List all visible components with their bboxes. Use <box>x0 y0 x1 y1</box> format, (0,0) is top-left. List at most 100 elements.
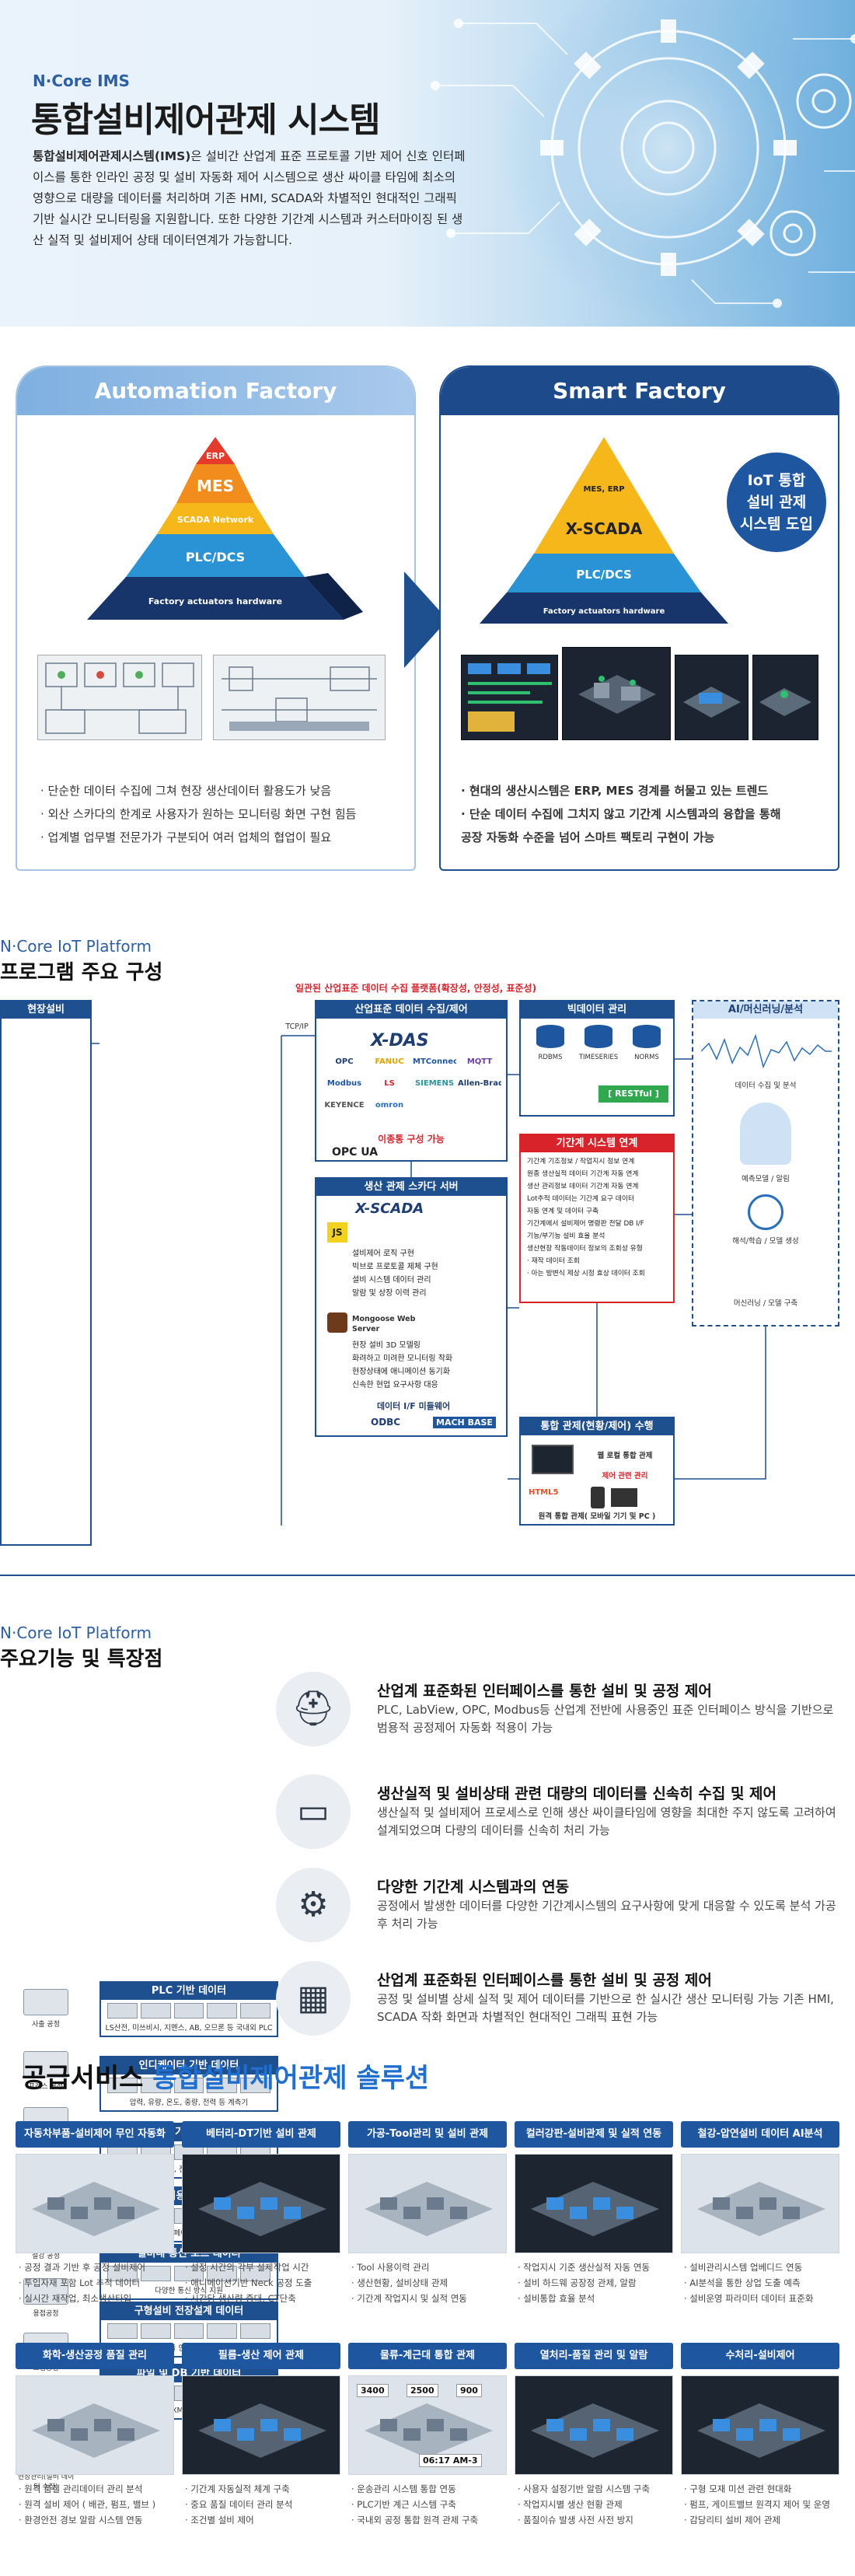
database-icon <box>536 1025 564 1048</box>
worker-helmet-icon: ⛑ <box>276 1672 351 1746</box>
gear-icon: ⚙ <box>276 1868 351 1942</box>
diagram-top-red: 일관된 산업표준 데이터 수집 플랫폼(확장성, 안정성, 표준성) <box>295 983 537 994</box>
smart-bullets: · 현대의 생산시스템은 ERP, MES 경계를 허물고 있는 트렌드 · 단… <box>461 779 818 849</box>
device-icon <box>140 2078 171 2093</box>
smart-pyramid: MES, ERP X-SCADA PLC/DCS Factory actuato… <box>480 437 728 624</box>
supply-title: 공급서비스 통합설비제어관제 솔루션 <box>22 2057 429 2095</box>
vendor-logo: MQTT <box>466 1057 493 1066</box>
service-illustration <box>531 2403 659 2458</box>
erp-feature: 기능/부기능 설비 효율 분석 <box>527 1232 605 1240</box>
service-feature: · 설비운영 파라미터 데이터 표준화 <box>684 2293 814 2304</box>
device-icon <box>240 2323 270 2339</box>
pyramid-plc: PLC/DCS <box>186 550 245 564</box>
monitor-item: 제어 관련 관리 <box>602 1472 648 1480</box>
vendor-logo: Modbus <box>326 1079 362 1088</box>
pyramid-mes: MES <box>197 477 234 495</box>
pyramid-scada: SCADA Network <box>177 515 254 525</box>
ai-label: 해석/학습 / 모델 생성 <box>732 1237 799 1246</box>
hero-section: N·Core IMS 통합설비제어관제 시스템 통합설비제어관제시스템(IMS)… <box>0 0 855 327</box>
data-source-title: 인디케이터 기반 데이터 <box>101 2057 277 2074</box>
restful-label: [ RESTful ] <box>598 1085 668 1103</box>
service-card: 자동차부품-설비제어 무인 자동화· 공정 결과 기반 후 공정 설비제어· 투… <box>16 2121 174 2308</box>
features-title: 주요기능 및 특장점 <box>0 1648 163 1671</box>
scada-feature: 알람 및 상장 이력 관리 <box>352 1289 427 1298</box>
odbc-logo: ODBC <box>371 1417 401 1428</box>
service-screenshot <box>515 2154 673 2253</box>
neural-net-icon <box>748 1194 783 1230</box>
device-icon <box>240 2266 270 2281</box>
service-feature: · AI분석을 통한 상업 도출 예측 <box>684 2277 801 2288</box>
features-eyebrow: N·Core IoT Platform <box>0 1624 152 1642</box>
service-illustration <box>198 2182 326 2236</box>
device-icon <box>107 2078 138 2093</box>
data-source-sub: 압력, 유량, 온도, 중량, 전력 등 계측기 <box>129 2099 249 2107</box>
equipment-icon <box>23 2278 68 2305</box>
erp-head: 기간계 시스템 연계 <box>521 1135 673 1152</box>
monitor-item: 웹 로컬 통합 관제 <box>597 1452 653 1460</box>
service-feature: · 작업지시 기준 생산실적 자동 연동 <box>518 2262 651 2273</box>
field-equipment-head: 현장설비 <box>2 1001 90 1019</box>
opc-ua-logo: OPC UA <box>332 1146 379 1159</box>
ai-box: AI/머신러닝/분석 데이터 수집 및 분석 예측모델 / 알림 해석/학습 /… <box>692 1000 839 1326</box>
service-features: · 기간계 자동실적 체계 구축· 중요 품질 데이터 관리 분석· 조건별 설… <box>182 2481 340 2528</box>
pyramid-hardware: Factory actuators hardware <box>148 596 282 606</box>
automation-pyramid: ERP MES SCADA Network PLC/DCS Factory ac… <box>87 437 363 620</box>
section-divider <box>0 1575 855 1576</box>
automation-bullets: · 단순한 데이터 수집에 그쳐 현장 생산데이터 활용도가 낮음 · 외산 스… <box>40 779 398 849</box>
data-source-sub: LS산전, 미쓰비시, 지멘스, AB, 오므론 등 국내외 PLC <box>105 2024 273 2032</box>
supply-title-accent: 통합설비제어관제 솔루션 <box>152 2063 430 2094</box>
service-feature: · 감당리티 설비 제어 관제 <box>684 2515 781 2525</box>
device-icon <box>207 2323 238 2339</box>
device-images <box>101 2074 277 2096</box>
smart-3d-screen-2 <box>675 655 749 740</box>
device-icon <box>140 2266 171 2281</box>
service-card: 가공-Tool관리 및 설비 관제· Tool 사용이력 관리· 생산현황, 설… <box>348 2121 507 2308</box>
service-feature: · 실시간 재작업, 최소생산타입 <box>19 2293 132 2304</box>
feature-title: 산업계 표준화된 인터페이스를 통한 설비 및 공정 제어 <box>377 1683 712 1700</box>
hero-eyebrow: N·Core IMS <box>33 72 130 90</box>
scale-readout: 2500 <box>407 2384 438 2397</box>
smart-factory-title: Smart Factory <box>441 367 838 415</box>
service-feature: · 기간계 작업지시 및 실적 연동 <box>351 2293 467 2304</box>
vendor-logo: OPC <box>335 1057 354 1066</box>
feature-desc: 공정 및 설비별 상세 실적 및 제어 데이터를 기반으로 한 실시간 생산 모… <box>377 1992 834 2024</box>
service-feature: · 사용자 설정기반 알람 시스템 구축 <box>518 2483 651 2494</box>
device-images <box>101 2263 277 2284</box>
xdas-box: 산업표준 데이터 수집/제어 X-DAS OPCFANUCMTConnectMQ… <box>315 1000 508 1162</box>
mongoose-icon <box>327 1312 347 1333</box>
smart-pyramid-mes: MES, ERP <box>583 485 624 494</box>
automation-bullet: · 업계별 업무별 전문가가 구분되어 여러 업체의 협업이 필요 <box>40 830 332 844</box>
mobile-device-icon <box>591 1487 605 1508</box>
device-icon <box>207 2003 238 2019</box>
service-features: · 설비관리시스템 업베디드 연동· AI분석을 통한 상업 도출 예측· 설비… <box>681 2260 839 2306</box>
erp-feature: 기간계 기조정보 / 작업지시 정보 연계 <box>527 1158 635 1166</box>
mongoose-feature: 화려하고 미려한 모니터링 작화 <box>352 1354 453 1363</box>
database-icon <box>585 1025 612 1048</box>
human-head-icon <box>740 1103 791 1165</box>
vendor-logo: Allen-Bradley <box>458 1079 501 1088</box>
pc-device-icon <box>611 1488 637 1507</box>
service-features: · Tool 사용이력 관리· 생산현황, 설비상태 관제· 기간계 작업지시 … <box>348 2260 507 2306</box>
hero-desc-rest: 은 설비간 산업계 표준 프로토콜 기반 제어 신호 인터페이스를 통한 인라인… <box>33 149 466 247</box>
device-icon <box>140 2003 171 2019</box>
field-equipment-column: 현장설비 <box>0 1000 92 1546</box>
monitor-sub: 원격 통합 관제( 모바일 기기 및 PC ) <box>538 1512 656 1521</box>
erp-feature: 원종 생산실적 데이터 기간계 자동 연계 <box>527 1170 639 1178</box>
hero-description: 통합설비제어관제시스템(IMS)은 설비간 산업계 표준 프로토콜 기반 제어 … <box>33 146 468 251</box>
smart-factory-panel: Smart Factory MES, ERP X-SCADA PLC/DCS F… <box>439 365 839 871</box>
service-screenshot <box>681 2375 839 2475</box>
service-title: 필름-생산 제어 관제 <box>182 2343 340 2369</box>
equipment-label: 철강 공정 <box>32 2253 60 2260</box>
erp-feature: 생산 관리정보 데이터 기간계 자동 연계 <box>527 1183 639 1190</box>
service-title: 컬러강판-설비관제 및 실적 연동 <box>515 2121 673 2148</box>
service-illustration <box>32 2182 160 2236</box>
scale-readout: 06:17 AM-3 <box>419 2454 482 2467</box>
scale-readout: 3400 <box>357 2384 389 2397</box>
database-label: RDBMS <box>538 1054 563 1061</box>
service-illustration <box>697 2182 825 2236</box>
service-illustration <box>32 2403 160 2458</box>
feature-title: 생산실적 및 설비상태 관련 대량의 데이터를 신속히 수집 및 제어 <box>377 1785 777 1802</box>
